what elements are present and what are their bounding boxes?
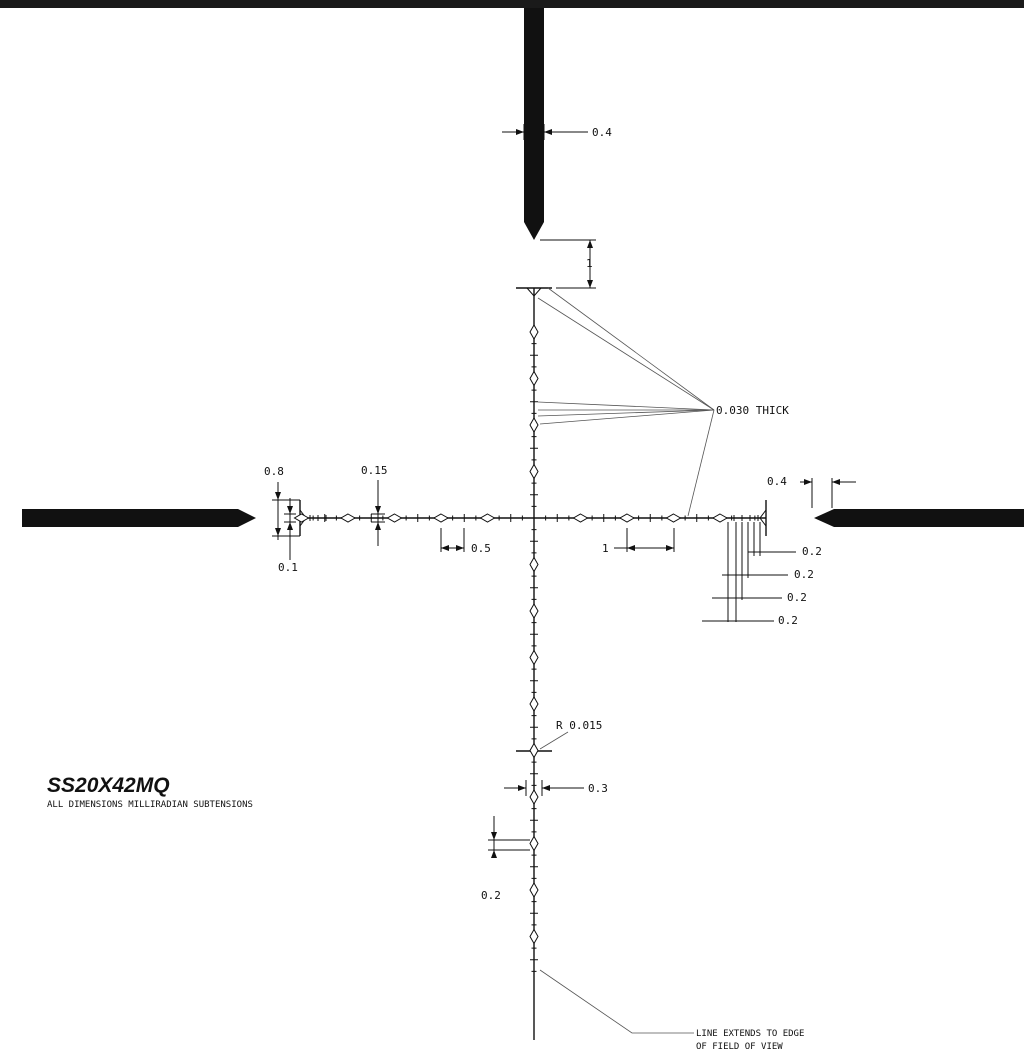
label-gap-top: 1 [586,257,593,270]
vertical-diamond [529,695,539,713]
horizontal-diamond [618,513,636,523]
label-post-height: 0.8 [264,465,284,478]
dim-half-spacing [440,528,465,552]
vertical-diamond [529,556,539,573]
top-frame-bar [0,0,1024,8]
label-post-width: 0.4 [592,126,612,139]
left-post [22,509,256,527]
label-tick-height: 0.15 [361,464,388,477]
dim-post-height [272,482,300,560]
vertical-diamond [529,928,539,945]
label-end-tick-1: 0.2 [802,545,822,558]
label-half-spacing: 0.5 [471,542,491,555]
right-end-cap-vee [759,509,767,527]
right-post [814,509,1024,527]
horizontal-diamond [339,513,357,523]
dim-tick-height [371,480,385,546]
vertical-diamond [529,649,539,666]
horizontal-diamond [665,513,682,523]
label-lower-bar: 0.3 [588,782,608,795]
label-tick-offset: 0.1 [278,561,298,574]
model-subtitle: ALL DIMENSIONS MILLIRADIAN SUBTENSIONS [47,800,253,810]
horizontal-diamond [479,513,496,523]
vertical-diamond [529,323,539,341]
model-title: SS20X42MQ [47,774,170,797]
vertical-diamond [529,463,539,480]
horizontal-diamond [293,513,310,523]
top-end-cap-vee [526,287,542,297]
leader-edge-note [539,969,694,1034]
vertical-diamond [529,416,539,434]
vertical-diamond [529,881,539,899]
dim-side-gap [800,478,856,508]
reticle-marks [293,323,759,972]
dim-end-ticks [702,522,796,622]
label-radius: R 0.015 [556,719,602,732]
vertical-diamond [529,370,539,387]
leader-thickness [537,287,715,517]
label-side-gap: 0.4 [767,475,787,488]
dim-post-width [502,124,588,140]
dim-lower-bar [504,780,584,796]
label-full-spacing: 1 [602,542,609,555]
vertical-diamond [529,788,539,806]
vertical-diamond [529,602,539,620]
label-lower-tick: 0.2 [481,889,501,902]
label-end-tick-4: 0.2 [778,614,798,627]
horizontal-diamond [386,513,403,523]
dim-gap-top [540,239,596,289]
label-end-tick-2: 0.2 [794,568,814,581]
vertical-diamond [529,742,539,759]
label-edge-note-1: LINE EXTENDS TO EDGE [696,1029,804,1039]
horizontal-diamond [572,513,589,523]
label-end-tick-3: 0.2 [787,591,807,604]
label-edge-note-2: OF FIELD OF VIEW [696,1042,783,1051]
top-post [524,8,544,240]
label-line-thickness: 0.030 THICK [716,404,789,417]
horizontal-diamond [711,513,729,523]
leader-radius [539,731,569,750]
horizontal-diamond [432,513,450,523]
dim-full-spacing [614,528,675,552]
vertical-diamond [529,835,539,852]
dim-lower-tick [488,816,530,858]
